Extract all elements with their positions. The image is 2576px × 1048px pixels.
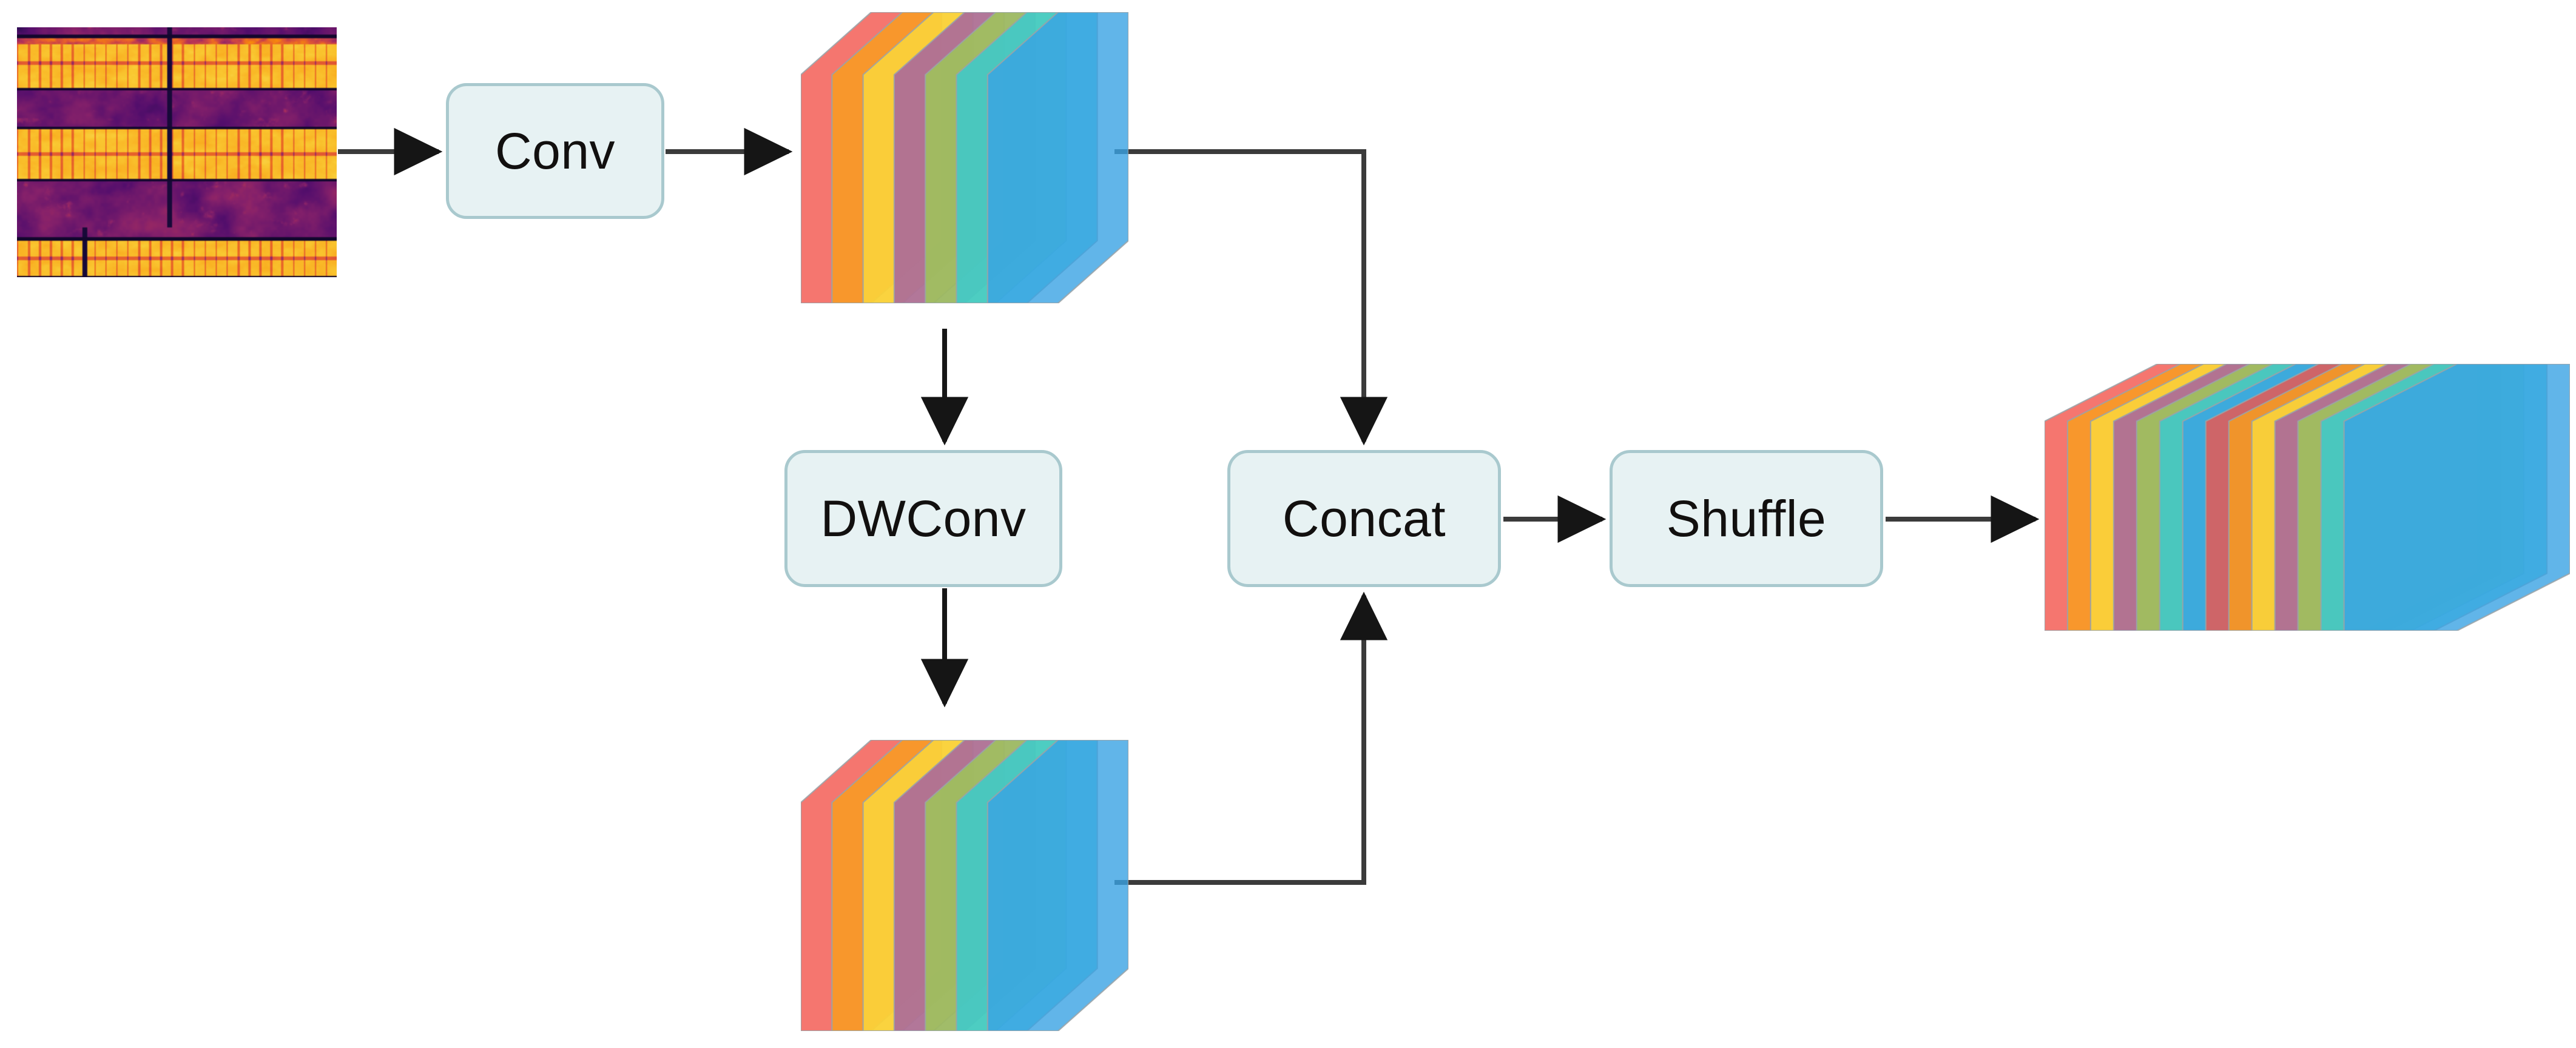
node-shuffle[interactable]: Shuffle xyxy=(1610,450,1883,587)
feature-map-slice xyxy=(2089,364,2318,631)
feature-map-slice xyxy=(2136,364,2364,631)
node-dwconv[interactable]: DWConv xyxy=(784,450,1062,587)
feature-map-slice xyxy=(831,12,974,303)
node-concat[interactable]: Concat xyxy=(1227,450,1501,587)
feature-map-slice xyxy=(862,12,1005,303)
edge-featuremap2-to-concat xyxy=(1114,591,1388,885)
feature-map-slice xyxy=(2251,364,2479,631)
feature-map-slice xyxy=(2274,364,2502,631)
feature-map-slice xyxy=(2228,364,2456,631)
feature-map-slice xyxy=(986,12,1128,303)
feature-map-slice xyxy=(2297,364,2525,631)
feature-map-slice xyxy=(2182,364,2410,631)
feature-map-slice xyxy=(925,740,1067,1031)
feature-map-slice xyxy=(956,740,1098,1031)
feature-map-slice xyxy=(801,740,943,1031)
feature-map-slice xyxy=(2159,364,2387,631)
feature-map-slice xyxy=(2045,364,2271,631)
feature-map-slice xyxy=(956,12,1098,303)
feature-map-stack-after-conv xyxy=(801,12,1128,303)
node-conv[interactable]: Conv xyxy=(446,83,664,219)
feature-map-slice xyxy=(893,740,1036,1031)
feature-map-slice xyxy=(893,12,1036,303)
feature-map-slice xyxy=(2205,364,2433,631)
feature-map-slice xyxy=(831,740,974,1031)
feature-map-slice xyxy=(925,12,1067,303)
feature-map-slice xyxy=(2320,364,2548,631)
feature-map-slice xyxy=(2066,364,2294,631)
feature-map-slice xyxy=(2343,364,2570,631)
feature-map-slice xyxy=(2112,364,2341,631)
feature-map-stack-after-dwconv xyxy=(801,740,1128,1031)
thermal-input-image xyxy=(17,27,337,277)
feature-map-slice xyxy=(862,740,1005,1031)
feature-map-stack-output xyxy=(2045,364,2570,631)
feature-map-slice xyxy=(986,740,1128,1031)
feature-map-slice xyxy=(801,12,943,303)
edge-featuremap1-skip-to-concat xyxy=(1114,149,1388,446)
